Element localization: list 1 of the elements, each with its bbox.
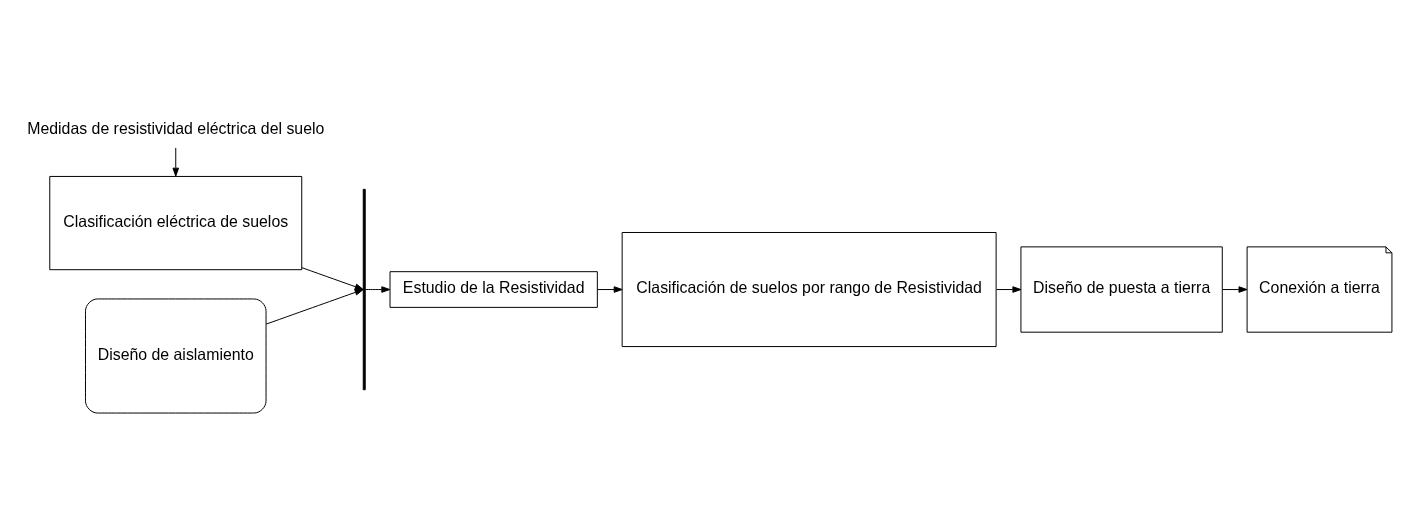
node-text: Medidas de resistividad eléctrica del suelo (27, 119, 325, 137)
